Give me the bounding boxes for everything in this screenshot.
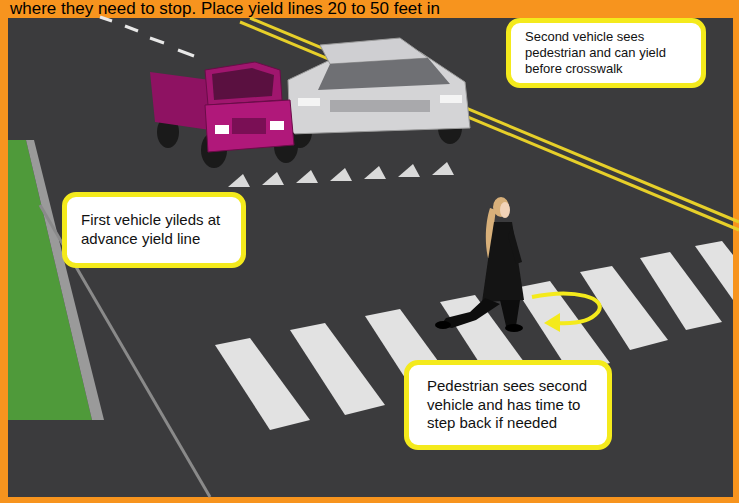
step-back-arrow <box>532 294 600 324</box>
silver-sedan <box>288 38 470 148</box>
callout-text: Second vehicle sees pedestrian and can y… <box>525 29 693 78</box>
face <box>500 202 510 218</box>
callout-text: Pedestrian sees second vehicle and has t… <box>427 377 599 433</box>
crosswalk-stripe <box>695 241 733 300</box>
road-surface <box>8 18 733 497</box>
coat <box>482 222 524 302</box>
grille <box>232 118 266 134</box>
center-line <box>240 22 739 230</box>
yield-triangle <box>432 162 454 175</box>
hair <box>493 197 509 217</box>
shoe <box>505 324 523 332</box>
headlight <box>215 125 229 134</box>
shoe <box>435 321 451 329</box>
yield-triangle <box>398 164 420 177</box>
pickup-bed <box>150 72 210 130</box>
lane-dash <box>178 50 194 56</box>
sedan-body <box>288 52 470 134</box>
headlight <box>270 121 284 130</box>
windshield <box>318 58 450 90</box>
yield-triangle <box>330 168 352 181</box>
grass-strip <box>8 140 92 420</box>
advance-yield-line <box>228 162 454 187</box>
grille <box>330 100 430 112</box>
yield-triangle <box>262 172 284 185</box>
magenta-pickup <box>150 62 298 168</box>
pickup-window <box>212 68 274 100</box>
arm <box>508 226 522 264</box>
headlight <box>440 95 462 103</box>
center-line <box>250 18 739 222</box>
leg <box>500 300 520 326</box>
lane-dashes <box>100 17 194 56</box>
header-note: where they need to stop. Place yield lin… <box>10 0 440 19</box>
yield-triangle <box>228 174 250 187</box>
callout-box: Second vehicle sees pedestrian and can y… <box>506 18 706 88</box>
arrow-head <box>544 313 560 332</box>
callout-text: First vehicle yileds at advance yield li… <box>81 211 233 249</box>
pickup-front <box>205 100 294 152</box>
curb <box>26 140 104 420</box>
yield-triangle <box>364 166 386 179</box>
pedestrian <box>435 197 524 332</box>
pickup-cab <box>205 62 282 105</box>
callout-box: First vehicle yileds at advance yield li… <box>62 192 246 268</box>
lane-dash <box>150 38 164 43</box>
crosswalk-stripe <box>215 338 310 430</box>
yield-triangle <box>296 170 318 183</box>
lane-dash <box>125 26 138 31</box>
headlight <box>298 98 320 106</box>
callout-box: Pedestrian sees second vehicle and has t… <box>404 360 612 450</box>
crosswalk-stripe <box>290 323 385 415</box>
